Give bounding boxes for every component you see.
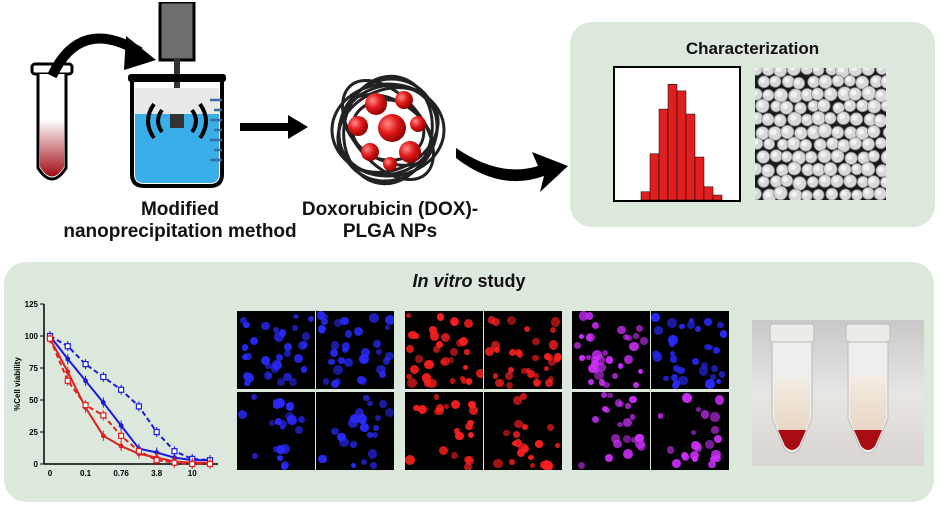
tubes-photo <box>752 320 924 466</box>
series-line <box>49 335 210 462</box>
curved-arrow-right-icon <box>456 148 568 192</box>
y-tick-label: 50 <box>29 396 38 405</box>
x-tick-label: 0.1 <box>80 469 92 478</box>
x-tick-label: 3.8 <box>151 469 163 478</box>
tube-left <box>769 323 815 454</box>
microscopy-image <box>237 392 315 470</box>
microscopy-image <box>405 311 483 389</box>
microscopy-image <box>405 392 483 470</box>
arrow-icon <box>240 115 308 139</box>
nanoparticle-label: Doxorubicin (DOX)- PLGA NPs <box>301 199 479 242</box>
microscopy-image <box>651 311 729 389</box>
data-point <box>64 377 71 384</box>
tube-right <box>845 323 891 454</box>
microscopy-image <box>651 392 729 470</box>
data-point <box>135 448 142 455</box>
data-point <box>46 335 54 342</box>
microscopy-image <box>316 392 394 470</box>
invitro-title: In vitro study <box>412 271 526 291</box>
data-point <box>65 356 71 362</box>
x-tick-label: 0.76 <box>113 469 129 478</box>
microscopy-image <box>484 311 562 389</box>
ultrasound-wave-icon <box>146 102 208 140</box>
histogram-bar <box>676 90 687 201</box>
nanoparticle-icon <box>330 74 446 186</box>
series-line <box>49 338 210 465</box>
y-tick-label: 75 <box>29 364 38 373</box>
data-point <box>118 386 125 393</box>
microscopy-image <box>572 392 650 470</box>
data-point <box>153 428 160 436</box>
y-tick-label: 0 <box>34 460 39 469</box>
y-axis-label: %Cell viability <box>13 357 22 411</box>
microscopy-image <box>316 311 394 389</box>
data-point <box>118 432 125 439</box>
sem-image <box>755 68 886 200</box>
data-point <box>171 459 178 466</box>
data-point <box>82 361 89 368</box>
curved-arrow-icon <box>47 33 156 79</box>
data-point <box>118 443 124 449</box>
data-point <box>100 433 106 439</box>
data-point <box>118 423 124 428</box>
data-point <box>100 373 107 381</box>
data-point <box>83 378 88 384</box>
method-label: Modified nanoprecipitation method <box>63 199 297 242</box>
microscopy-image <box>572 311 650 389</box>
histogram-bar <box>667 84 678 201</box>
y-tick-label: 100 <box>25 332 39 341</box>
x-tick-label: 10 <box>188 469 197 478</box>
data-point <box>154 450 160 455</box>
homogenizer-icon <box>158 2 196 62</box>
viability-chart: 0 25 50 75 100 125 0 0.1 0.76 3.8 10 %Cell viabilit… <box>13 300 218 478</box>
beaker-icon <box>128 2 226 188</box>
histogram-bar <box>694 156 705 201</box>
series-line <box>49 335 211 462</box>
histogram-bar <box>640 191 651 201</box>
data-point <box>64 343 71 350</box>
microscopy-image <box>237 311 315 389</box>
data-point <box>65 369 71 375</box>
characterization-title: Characterization <box>685 39 820 58</box>
data-point <box>189 460 196 468</box>
data-point <box>135 403 142 410</box>
histogram-bar <box>685 113 696 201</box>
data-point <box>153 457 160 464</box>
test-tube-icon <box>30 62 74 181</box>
histogram-bar <box>703 186 714 201</box>
size-histogram <box>613 66 741 202</box>
data-point <box>100 412 107 419</box>
data-point <box>82 402 89 409</box>
x-tick-label: 0 <box>48 469 53 478</box>
y-tick-label: 125 <box>25 300 39 309</box>
series-line <box>49 338 210 464</box>
histogram-bar <box>658 108 669 201</box>
data-point <box>206 460 214 468</box>
microscopy-image <box>484 392 562 470</box>
y-tick-label: 25 <box>29 428 38 437</box>
data-point <box>100 400 106 405</box>
histogram-bar <box>649 153 660 201</box>
data-point <box>171 448 178 455</box>
histogram-bar <box>712 194 723 201</box>
